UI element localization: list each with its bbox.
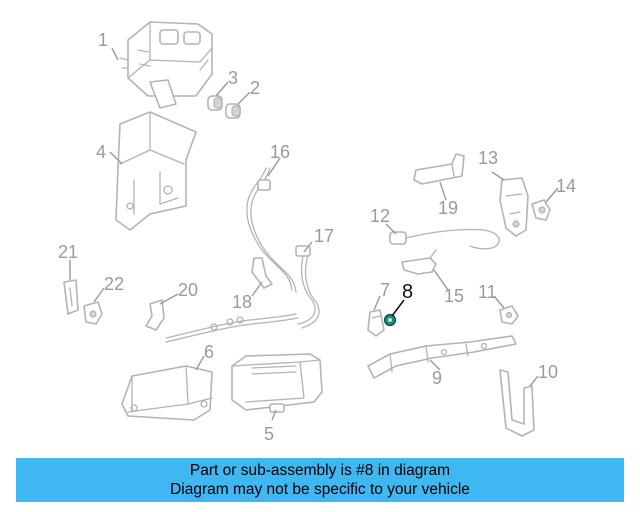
parts-diagram: 1 2 3 4 5 6 7 8 9 10 11 12 13 14 15 16 1… <box>58 21 576 444</box>
callout-4: 4 <box>96 142 106 162</box>
callout-16: 16 <box>270 142 290 162</box>
part-14-speed-sensor <box>531 199 551 221</box>
callout-6: 6 <box>204 342 214 362</box>
part-22-clip <box>83 301 103 325</box>
callout-1: 1 <box>98 30 108 50</box>
callout-14: 14 <box>556 176 576 196</box>
callout-8: 8 <box>402 281 413 303</box>
callout-18: 18 <box>232 292 252 312</box>
callout-11: 11 <box>478 282 497 302</box>
callout-10: 10 <box>538 362 558 382</box>
part-1-abs-unit <box>119 21 213 109</box>
callout-5: 5 <box>264 424 274 444</box>
part-20-clip <box>145 299 165 331</box>
part-5-ecu-box <box>231 353 323 413</box>
part-13-sensor-bracket <box>499 177 529 237</box>
part-21-bracket <box>63 279 79 315</box>
callout-7: 7 <box>380 280 390 300</box>
part-8-highlighted <box>383 313 397 327</box>
part-16-sensor-cable <box>246 167 297 293</box>
callout-2: 2 <box>250 78 260 98</box>
callout-3: 3 <box>228 68 238 88</box>
banner-line-disclaimer: Diagram may not be specific to your vehi… <box>170 481 470 498</box>
part-11-clip <box>499 305 519 325</box>
callout-19: 19 <box>438 198 458 218</box>
callout-21: 21 <box>58 242 78 262</box>
part-19-bracket <box>413 153 465 185</box>
part-15-bracket <box>401 249 437 275</box>
callout-15: 15 <box>444 286 464 306</box>
callout-leaders <box>69 47 559 421</box>
callout-9: 9 <box>432 368 442 388</box>
part-2-bushing <box>225 103 241 119</box>
callout-17: 17 <box>314 226 334 246</box>
part-12-sensor <box>389 228 500 250</box>
callout-22: 22 <box>104 274 124 294</box>
part-6-control-module <box>121 365 213 421</box>
part-18-harness <box>165 257 299 343</box>
banner-line-part-number: Part or sub-assembly is #8 in diagram <box>189 462 451 479</box>
part-4-bracket <box>115 111 197 231</box>
part-9-rail <box>367 335 517 379</box>
part-10-u-bracket <box>499 369 535 437</box>
callout-20: 20 <box>178 280 198 300</box>
callout-12: 12 <box>370 206 390 226</box>
callout-labels: 1 2 3 4 5 6 7 8 9 10 11 12 13 14 15 16 1… <box>58 30 576 444</box>
info-banner: Part or sub-assembly is #8 in diagram Di… <box>16 458 624 502</box>
part-3-bushing <box>207 95 223 111</box>
callout-13: 13 <box>478 148 498 168</box>
part-17-brake-line <box>295 245 320 329</box>
part-7-sensor <box>367 309 385 337</box>
